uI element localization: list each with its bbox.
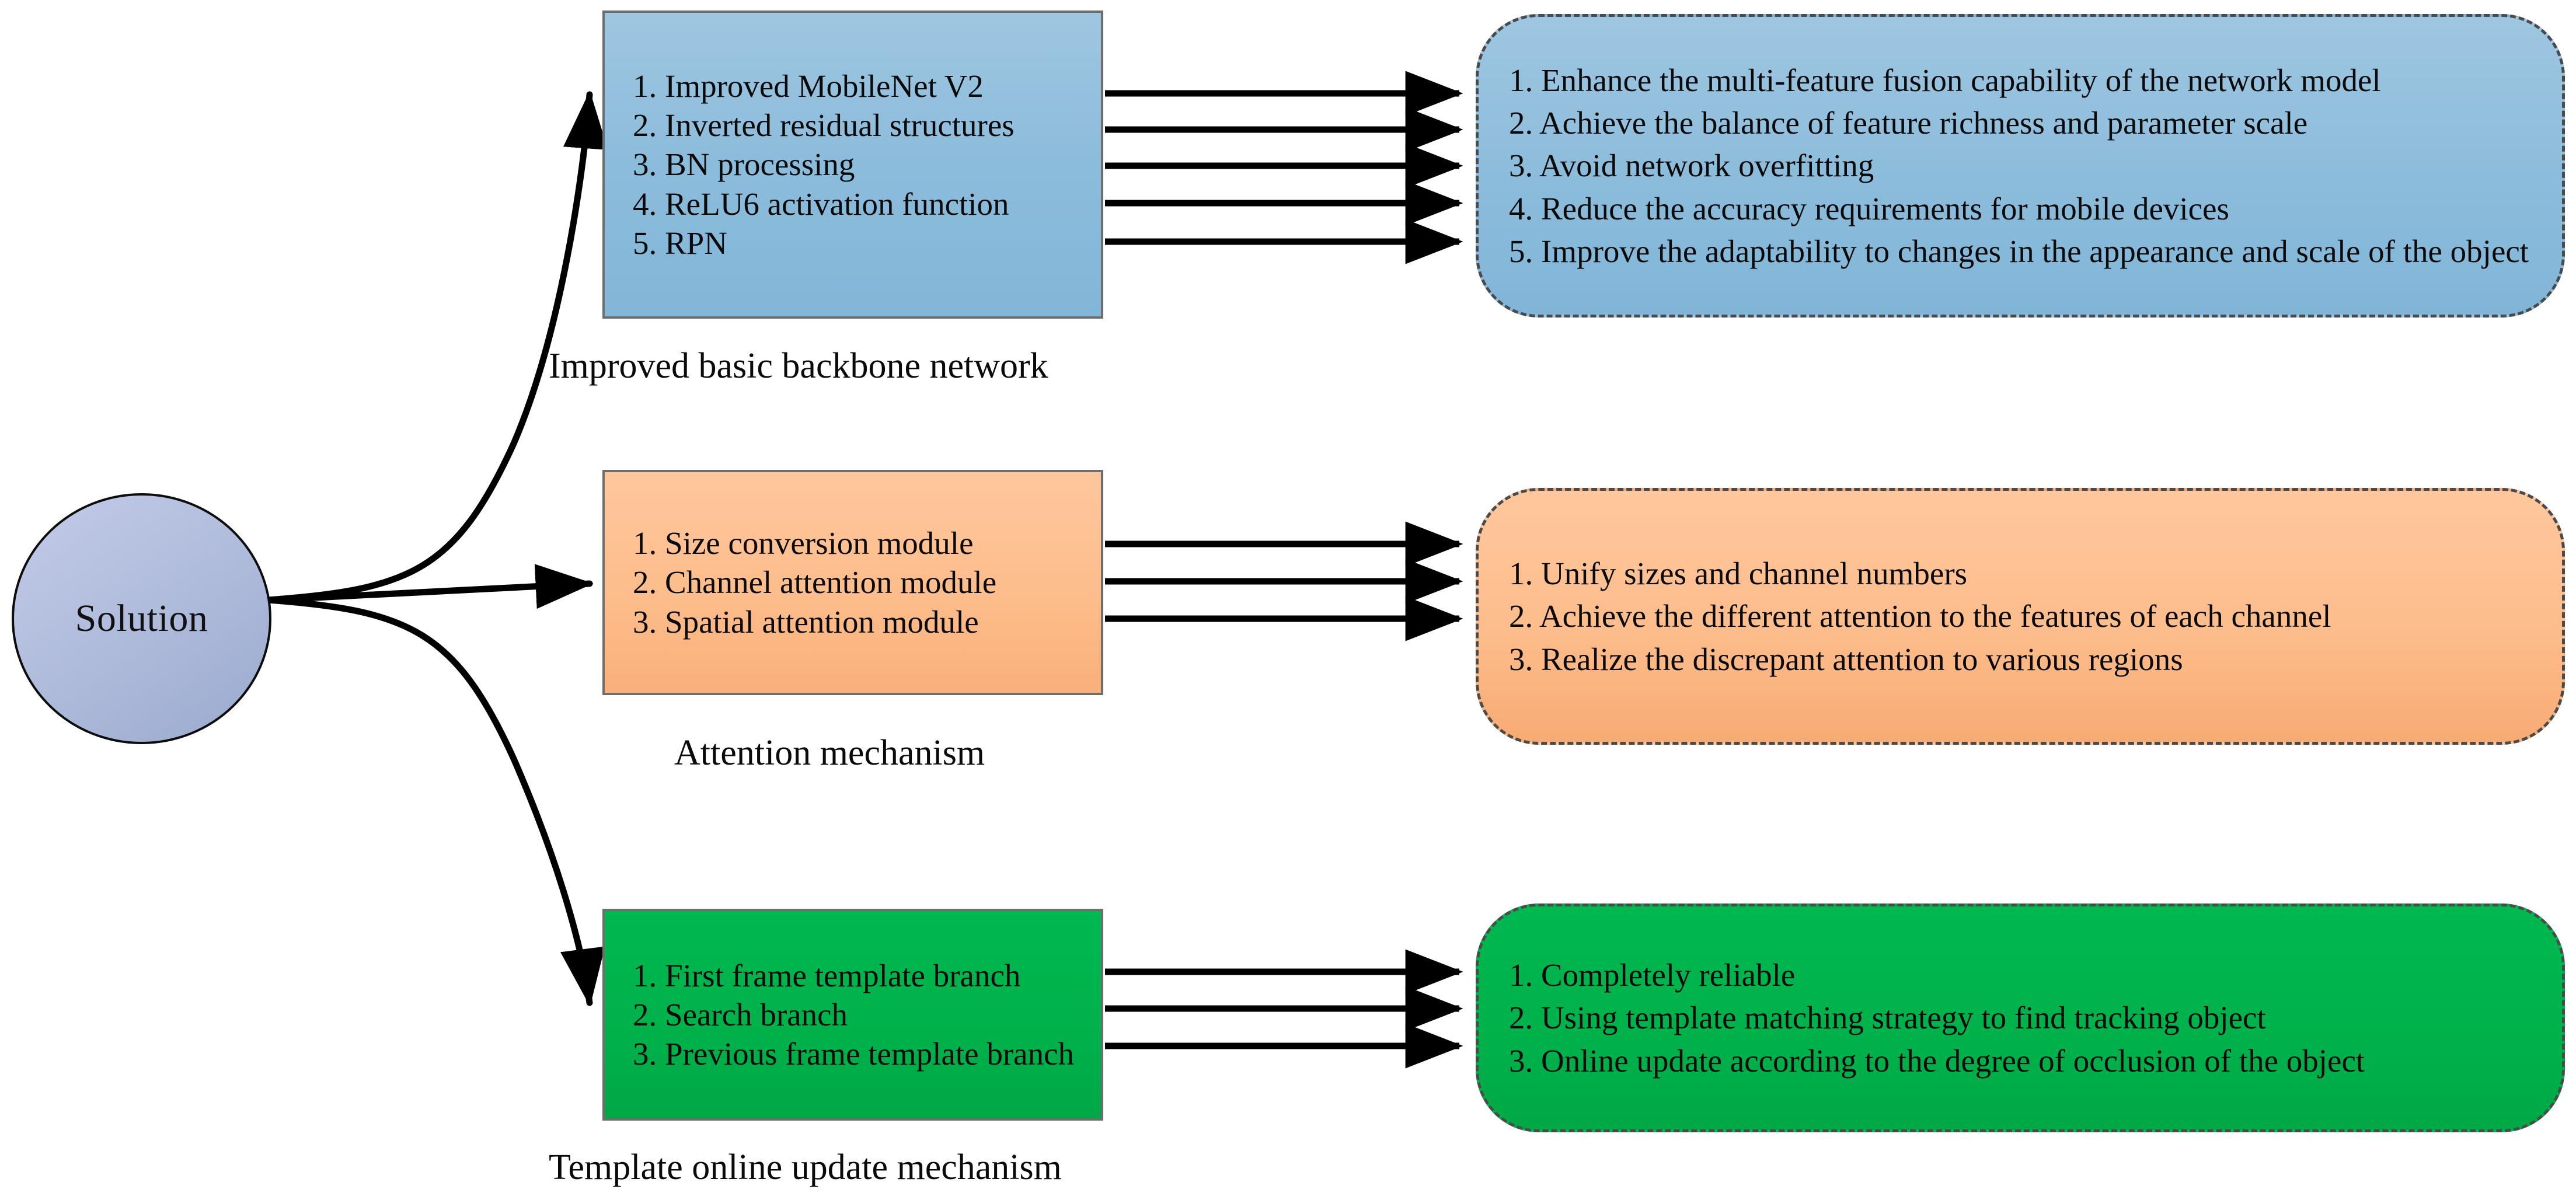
caption-template: Template online update mechanism	[549, 1147, 1062, 1187]
list-item: 1. Unify sizes and channel numbers	[1509, 556, 1968, 592]
caption-attention: Attention mechanism	[674, 733, 985, 773]
caption-backbone: Improved basic backbone network	[549, 346, 1048, 386]
source-box-template[interactable]: 1. First frame template branch 2. Search…	[602, 909, 1103, 1121]
list-item: 1. Enhance the multi-feature fusion capa…	[1509, 62, 2381, 99]
list-item: 2. Inverted residual structures	[633, 107, 1015, 144]
source-box-backbone[interactable]: 1. Improved MobileNet V2 2. Inverted res…	[602, 11, 1103, 319]
list-item: 2. Achieve the different attention to th…	[1509, 598, 2331, 634]
list-item: 3. BN processing	[633, 146, 855, 183]
item-arrows-attention	[1105, 521, 1463, 641]
list-item: 5. Improve the adaptability to changes i…	[1509, 233, 2529, 269]
solution-node-label: Solution	[75, 597, 208, 640]
list-item: 3. Previous frame template branch	[633, 1036, 1074, 1072]
target-box-attention[interactable]: 1. Unify sizes and channel numbers 2. Ac…	[1476, 488, 2565, 745]
list-item: 2. Achieve the balance of feature richne…	[1509, 105, 2308, 141]
branch-connector-backbone	[265, 90, 608, 604]
list-item: 1. First frame template branch	[633, 957, 1021, 993]
target-box-template[interactable]: 1. Completely reliable 2. Using template…	[1476, 904, 2565, 1132]
item-arrows-backbone	[1105, 71, 1463, 264]
list-item: 4. Reduce the accuracy requirements for …	[1509, 190, 2229, 226]
branch-connector-attention	[265, 564, 594, 609]
list-item: 2. Search branch	[633, 996, 848, 1032]
solution-node[interactable]: Solution	[12, 493, 271, 744]
source-box-attention[interactable]: 1. Size conversion module 2. Channel att…	[602, 470, 1103, 695]
list-item: 3. Spatial attention module	[633, 604, 979, 640]
branch-connector-template	[265, 596, 605, 1007]
list-item: 2. Using template matching strategy to f…	[1509, 1000, 2266, 1036]
list-item: 2. Channel attention module	[633, 564, 997, 601]
list-item: 1. Size conversion module	[633, 525, 974, 561]
target-box-backbone[interactable]: 1. Enhance the multi-feature fusion capa…	[1476, 14, 2565, 318]
list-item: 3. Realize the discrepant attention to v…	[1509, 641, 2183, 677]
item-arrows-template	[1105, 949, 1463, 1069]
list-item: 5. RPN	[633, 225, 727, 261]
list-item: 3. Avoid network overfitting	[1509, 148, 1874, 184]
list-item: 3. Online update according to the degree…	[1509, 1042, 2365, 1079]
list-item: 1. Completely reliable	[1509, 957, 1796, 993]
list-item: 1. Improved MobileNet V2	[633, 68, 984, 104]
list-item: 4. ReLU6 activation function	[633, 186, 1009, 222]
